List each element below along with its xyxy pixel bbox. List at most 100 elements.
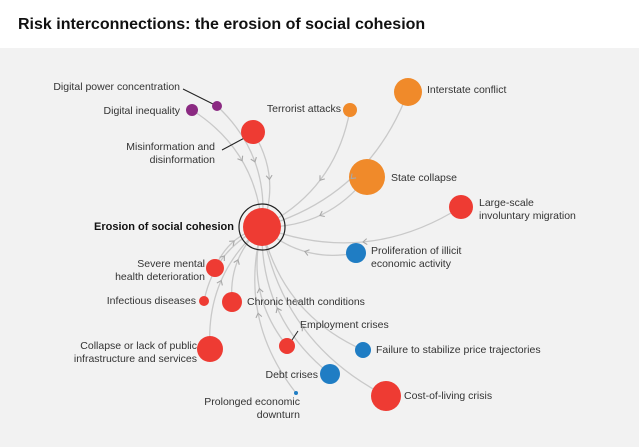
risk-node-label: Infectious diseases <box>107 295 196 307</box>
link-line <box>261 226 331 375</box>
risk-node-label-line: Terrorist attacks <box>267 103 341 115</box>
risk-node-label-line: Interstate conflict <box>427 84 506 96</box>
leader-line <box>182 88 214 105</box>
link-arrow-icon <box>303 249 310 256</box>
link-arrow-icon <box>219 255 225 262</box>
risk-node[interactable]: Chronic health conditions <box>222 292 365 312</box>
risk-node[interactable]: Infectious diseases <box>107 295 209 307</box>
risk-node-circle <box>197 336 223 362</box>
figure-title: Risk interconnections: the erosion of so… <box>18 16 426 33</box>
risk-node-label: Debt crises <box>265 369 318 381</box>
link-arrow-icon <box>350 173 357 180</box>
risk-node[interactable]: Failure to stabilize price trajectories <box>355 342 541 358</box>
risk-node-label-line: Proliferation of illicit <box>371 245 462 257</box>
risk-node[interactable]: Interstate conflict <box>394 78 506 106</box>
link-arrow-icon <box>216 279 223 286</box>
risk-node-label: Cost-of-living crisis <box>404 390 492 402</box>
risk-node-label-line: Digital power concentration <box>53 81 180 93</box>
risk-node-label-line: involuntary migration <box>479 210 576 222</box>
link-arrow-icon <box>233 259 240 265</box>
link-arrow-icon <box>319 175 325 182</box>
risk-node-label: Digital power concentration <box>53 81 180 93</box>
center-node-circle <box>243 208 281 246</box>
risk-node-circle <box>355 342 371 358</box>
risk-node-circle <box>186 104 198 116</box>
risk-node-label-line: Large-scale <box>479 197 534 209</box>
risk-node-label: Employment crises <box>300 319 389 331</box>
risk-node-label-line: State collapse <box>391 172 457 184</box>
link-line <box>209 226 263 350</box>
link-arrow-icon <box>275 307 282 314</box>
risk-node-label-line: Prolonged economic <box>204 396 300 408</box>
risk-node[interactable]: Employment crises <box>279 319 389 354</box>
link-arrow-icon <box>237 155 244 162</box>
risk-node-circle <box>279 338 295 354</box>
center-node[interactable]: Erosion of social cohesion <box>94 203 286 251</box>
arrows-group <box>216 155 368 332</box>
risk-node-label-line: Digital inequality <box>104 105 181 117</box>
risk-node-label-line: Collapse or lack of public <box>80 340 197 352</box>
risk-node-circle <box>349 159 385 195</box>
risk-node-label-line: Cost-of-living crisis <box>404 390 492 402</box>
risk-node-label-line: Infectious diseases <box>107 295 196 307</box>
risk-node-circle <box>449 195 473 219</box>
risk-node-label-line: Employment crises <box>300 319 389 331</box>
link-arrow-icon <box>362 238 368 246</box>
risk-node-circle <box>371 381 401 411</box>
link-arrow-icon <box>255 312 263 319</box>
risk-node-circle <box>212 101 222 111</box>
risk-node-label: Chronic health conditions <box>247 296 365 308</box>
risk-node[interactable]: State collapse <box>349 159 457 195</box>
risk-node-circle <box>294 391 298 395</box>
risk-node[interactable]: Debt crises <box>265 364 340 384</box>
risk-node[interactable]: Terrorist attacks <box>267 103 357 117</box>
risk-node-label: Terrorist attacks <box>267 103 341 115</box>
risk-node-label-line: infrastructure and services <box>74 353 197 365</box>
risk-node-label-line: downturn <box>257 409 300 421</box>
risk-node-circle <box>222 292 242 312</box>
risk-node-label: State collapse <box>391 172 457 184</box>
risk-node-label-line: Debt crises <box>265 369 318 381</box>
risk-node-circle <box>343 103 357 117</box>
risk-node-circle <box>346 243 366 263</box>
risk-node-label-line: disinformation <box>150 154 216 166</box>
link-arrow-icon <box>265 174 273 181</box>
link-arrow-icon <box>319 210 325 218</box>
link-arrow-icon <box>295 299 302 306</box>
risk-node-label-line: Misinformation and <box>126 141 215 153</box>
center-node-label: Erosion of social cohesion <box>94 221 234 233</box>
diagram-panel <box>0 48 639 447</box>
link-arrow-icon <box>250 156 257 163</box>
link-arrow-icon <box>256 287 264 294</box>
risk-node-label-line: Severe mental <box>137 258 205 270</box>
link-arrow-icon <box>301 325 308 332</box>
center-node-ring <box>238 203 286 251</box>
risk-node-circle <box>394 78 422 106</box>
link-line <box>261 226 387 397</box>
risk-node-label-line: economic activity <box>371 258 452 270</box>
risk-node[interactable]: Digital power concentration <box>53 81 222 111</box>
risk-node-label: Interstate conflict <box>427 84 506 96</box>
risk-node[interactable]: Cost-of-living crisis <box>371 381 492 411</box>
risk-node-label: Digital inequality <box>104 105 181 117</box>
risk-node-circle <box>199 296 209 306</box>
risk-node-label-line: Failure to stabilize price trajectories <box>376 344 541 356</box>
risk-node-circle <box>241 120 265 144</box>
link-line <box>261 226 364 351</box>
risk-node-circle <box>320 364 340 384</box>
risk-node[interactable]: Digital inequality <box>104 104 198 117</box>
risk-node-circle <box>206 259 224 277</box>
